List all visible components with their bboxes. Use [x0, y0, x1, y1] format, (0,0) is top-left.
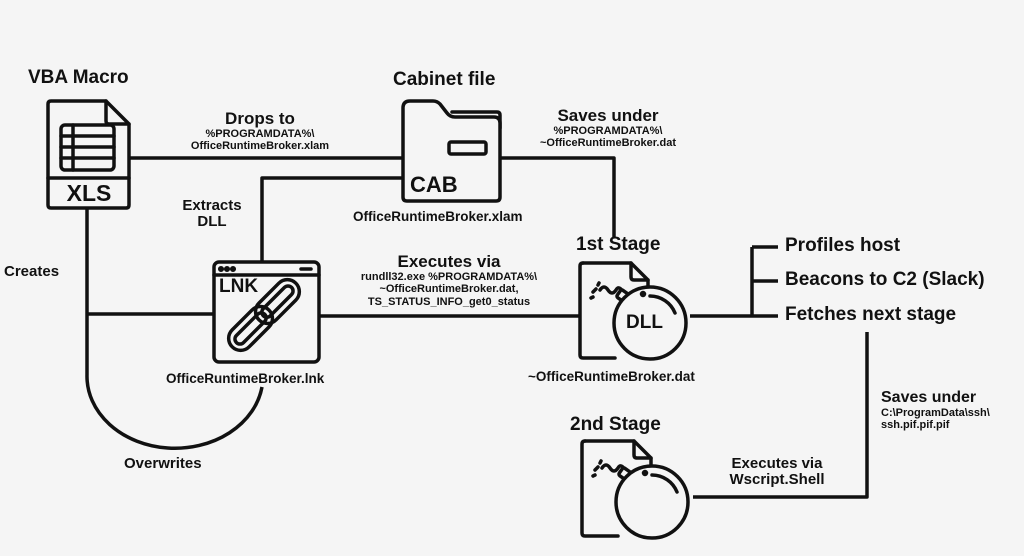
- saves-under-1-path-2: ~OfficeRuntimeBroker.dat: [539, 137, 676, 150]
- drops-to-title: Drops to: [225, 109, 295, 128]
- edge-label-executes-2: Executes via Wscript.Shell: [712, 456, 842, 488]
- cabinet-title: Cabinet file: [393, 69, 496, 90]
- drops-to-path-1: %PROGRAMDATA%\: [205, 127, 315, 140]
- bomb-file-icon: [578, 261, 688, 361]
- saves-under-2-title: Saves under: [881, 389, 977, 406]
- lnk-icon-label: LNK: [219, 276, 259, 297]
- edge-saves-under-1: [498, 156, 616, 238]
- extracts-line-2: DLL: [197, 212, 227, 230]
- stage1-title: 1st Stage: [576, 234, 661, 255]
- stage2-title: 2nd Stage: [570, 414, 661, 435]
- cabinet-filename: OfficeRuntimeBroker.xlam: [353, 209, 523, 224]
- executes-1-cmd-2: ~OfficeRuntimeBroker.dat,: [379, 283, 519, 296]
- folder-icon: [401, 99, 502, 203]
- stage1-filename: ~OfficeRuntimeBroker.dat: [528, 369, 695, 384]
- saves-under-2-path-1: C:\ProgramData\ssh\: [881, 406, 990, 419]
- vba-macro-title: VBA Macro: [28, 67, 129, 88]
- link-window-icon: [212, 260, 321, 364]
- edge-label-saves-under-1: Saves under %PROGRAMDATA%\ ~OfficeRuntim…: [528, 107, 688, 150]
- edge-label-creates: Creates: [4, 263, 60, 280]
- dll-icon-label: DLL: [626, 312, 663, 333]
- edge-label-extracts-dll: Extracts DLL: [172, 198, 252, 230]
- executes-2-line-2: Wscript.Shell: [729, 470, 825, 488]
- executes-1-title: Executes via: [397, 252, 501, 271]
- executes-1-cmd-1: rundll32.exe %PROGRAMDATA%\: [360, 270, 538, 283]
- spreadsheet-file-icon: [46, 99, 131, 210]
- capability-item: Profiles host: [785, 235, 901, 256]
- edge-label-drops-to: Drops to %PROGRAMDATA%\ OfficeRuntimeBro…: [170, 110, 350, 153]
- saves-under-2-path-2: ssh.pif.pif.pif: [881, 419, 950, 432]
- lnk-filename: OfficeRuntimeBroker.lnk: [166, 371, 325, 386]
- executes-1-cmd-3: TS_STATUS_INFO_get0_status: [367, 296, 531, 309]
- extracts-line-1: Extracts: [182, 197, 242, 214]
- capability-item: Beacons to C2 (Slack): [785, 269, 985, 290]
- edge-label-overwrites: Overwrites: [124, 455, 202, 472]
- connectors: [85, 156, 869, 499]
- saves-under-1-path-1: %PROGRAMDATA%\: [553, 124, 663, 137]
- edge-overwrites: [85, 316, 264, 450]
- saves-under-1-title: Saves under: [557, 106, 659, 125]
- edge-label-saves-under-2: Saves under C:\ProgramData\ssh\ ssh.pif.…: [881, 389, 990, 432]
- bomb-file-icon: [580, 439, 690, 540]
- edge-saves-under-2: [693, 332, 869, 499]
- executes-2-line-1: Executes via: [731, 455, 823, 472]
- drops-to-path-2: OfficeRuntimeBroker.xlam: [190, 140, 330, 153]
- xls-icon-label: XLS: [66, 180, 112, 206]
- edge-extracts-dll: [260, 176, 403, 262]
- cab-icon-label: CAB: [410, 172, 458, 197]
- edge-label-executes-1: Executes via rundll32.exe %PROGRAMDATA%\…: [318, 253, 580, 309]
- capability-item: Fetches next stage: [785, 304, 957, 325]
